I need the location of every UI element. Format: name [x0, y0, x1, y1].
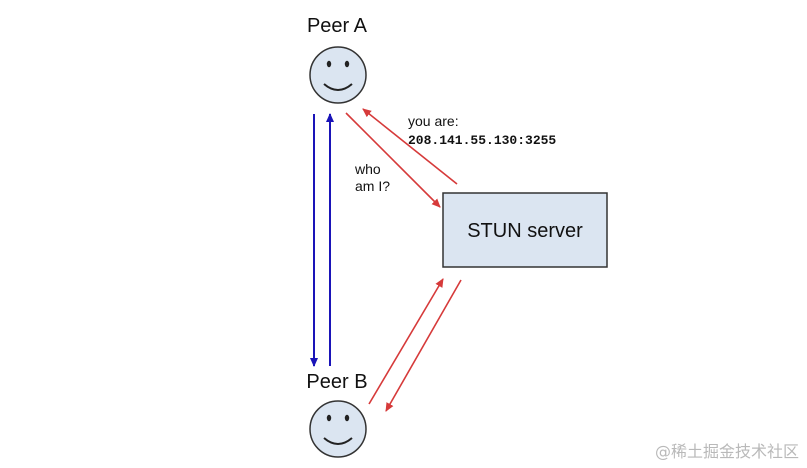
request-text-line2: am I? — [355, 178, 390, 194]
request-text-line1: who — [354, 161, 381, 177]
peer-b-label: Peer B — [306, 371, 367, 393]
response-address: 208.141.55.130:3255 — [408, 133, 556, 148]
peer-b-request-arrow — [368, 278, 444, 405]
stun-server-label: STUN server — [467, 220, 583, 242]
stun-server-box: STUN server — [442, 192, 608, 268]
peer-b-response-arrow — [385, 279, 462, 412]
peer-b-face-icon — [309, 400, 367, 458]
peer-a-face-icon — [309, 46, 367, 104]
response-text-line1: you are: — [408, 113, 459, 129]
peer-a-request-arrow — [345, 112, 441, 208]
peer-a-response-arrow — [362, 108, 458, 185]
peer-a-label: Peer A — [307, 15, 368, 37]
watermark: @稀土掘金技术社区 — [654, 442, 799, 461]
